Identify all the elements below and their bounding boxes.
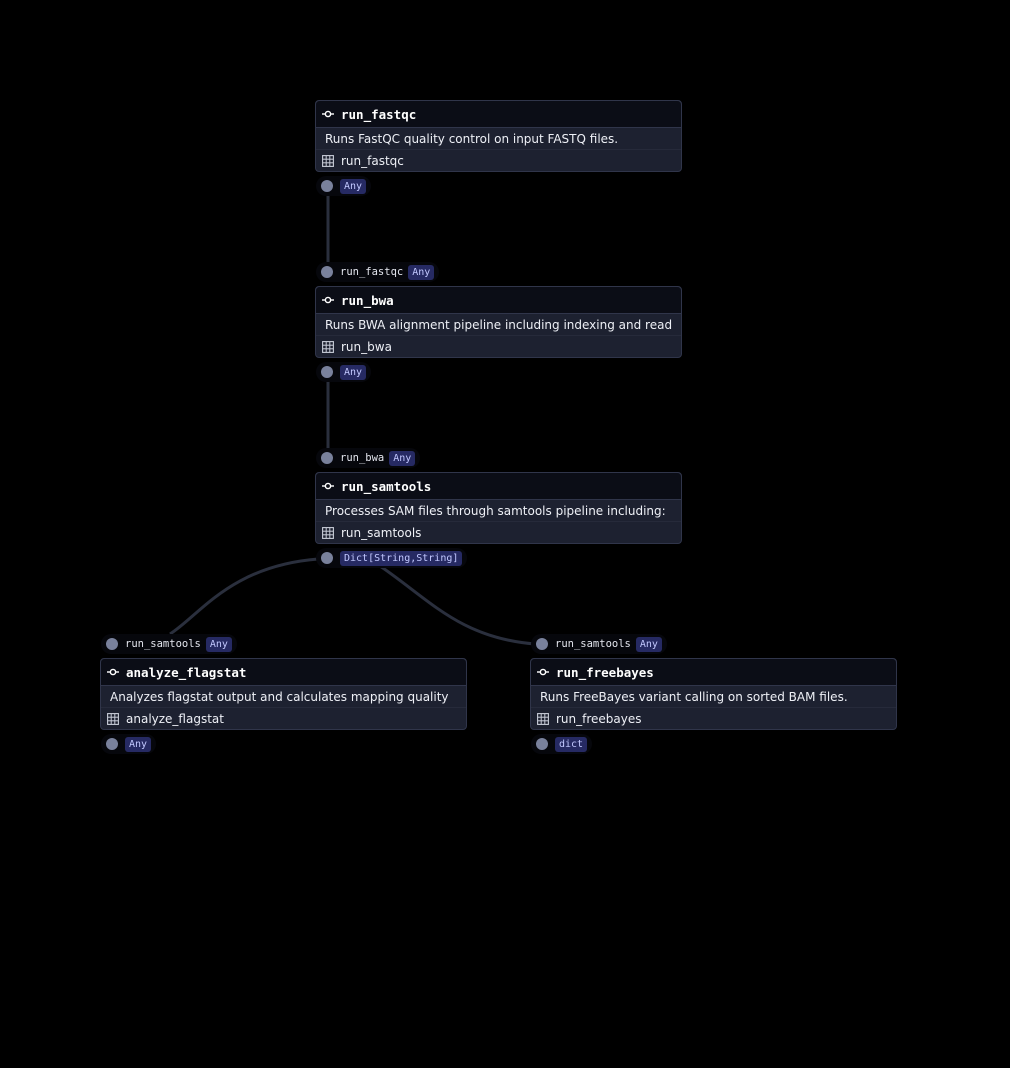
node-asset-label: run_bwa	[341, 339, 392, 354]
node-header: analyze_flagstat	[101, 659, 466, 686]
table-icon	[537, 712, 549, 725]
output-port-run_samtools[interactable]: Dict[String,String]	[316, 548, 468, 568]
node-description: Runs FreeBayes variant calling on sorted…	[531, 686, 896, 708]
node-asset[interactable]: run_bwa	[316, 336, 681, 357]
port-dot[interactable]	[321, 552, 333, 564]
node-description: Runs BWA alignment pipeline including in…	[316, 314, 681, 336]
op-icon	[107, 668, 119, 676]
input-port-analyze_flagstat[interactable]: run_samtools Any	[101, 634, 237, 654]
node-asset-label: run_fastqc	[341, 153, 404, 168]
node-title: run_fastqc	[341, 106, 417, 122]
node-run_bwa[interactable]: run_bwa Runs BWA alignment pipeline incl…	[315, 286, 682, 358]
port-dot[interactable]	[321, 452, 333, 464]
port-name: run_fastqc	[340, 266, 404, 278]
port-dot[interactable]	[321, 366, 333, 378]
port-dot[interactable]	[106, 638, 118, 650]
port-dot[interactable]	[536, 738, 548, 750]
port-type-badge: Any	[205, 636, 232, 652]
node-run_fastqc[interactable]: run_fastqc Runs FastQC quality control o…	[315, 100, 682, 172]
table-icon	[322, 154, 334, 167]
node-description: Processes SAM files through samtools pip…	[316, 500, 681, 522]
port-type-badge: Any	[340, 178, 367, 194]
op-icon	[322, 296, 334, 304]
port-type-badge: Any	[389, 450, 416, 466]
node-title: run_bwa	[341, 292, 394, 308]
port-type-badge: Any	[408, 264, 435, 280]
output-port-analyze_flagstat[interactable]: Any	[101, 734, 157, 754]
node-header: run_fastqc	[316, 101, 681, 128]
port-type-badge: Any	[635, 636, 662, 652]
port-name: run_samtools	[555, 638, 631, 650]
node-asset-label: run_freebayes	[556, 711, 642, 726]
port-name: run_samtools	[125, 638, 201, 650]
input-port-run_freebayes[interactable]: run_samtools Any	[531, 634, 667, 654]
port-name: run_bwa	[340, 452, 385, 464]
port-type-badge: Any	[340, 364, 367, 380]
op-icon	[537, 668, 549, 676]
port-dot[interactable]	[106, 738, 118, 750]
port-type-badge: dict	[555, 736, 588, 752]
port-dot[interactable]	[321, 180, 333, 192]
port-type-badge: Any	[125, 736, 152, 752]
op-icon	[322, 482, 334, 490]
node-title: run_samtools	[341, 478, 432, 494]
node-header: run_freebayes	[531, 659, 896, 686]
node-asset[interactable]: analyze_flagstat	[101, 708, 466, 729]
node-run_freebayes[interactable]: run_freebayes Runs FreeBayes variant cal…	[530, 658, 897, 730]
input-port-run_samtools[interactable]: run_bwa Any	[316, 448, 421, 468]
input-port-run_bwa[interactable]: run_fastqc Any	[316, 262, 440, 282]
node-asset-label: analyze_flagstat	[126, 711, 224, 726]
table-icon	[322, 526, 334, 539]
node-description: Analyzes flagstat output and calculates …	[101, 686, 466, 708]
output-port-run_fastqc[interactable]: Any	[316, 176, 372, 196]
output-port-run_bwa[interactable]: Any	[316, 362, 372, 382]
output-port-run_freebayes[interactable]: dict	[531, 734, 593, 754]
node-header: run_bwa	[316, 287, 681, 314]
node-asset[interactable]: run_freebayes	[531, 708, 896, 729]
port-dot[interactable]	[536, 638, 548, 650]
node-description: Runs FastQC quality control on input FAS…	[316, 128, 681, 150]
node-asset-label: run_samtools	[341, 525, 422, 540]
edge-run_samtools-run_freebayes	[379, 564, 536, 646]
node-run_samtools[interactable]: run_samtools Processes SAM files through…	[315, 472, 682, 544]
node-asset[interactable]: run_samtools	[316, 522, 681, 543]
node-title: run_freebayes	[556, 664, 654, 680]
node-title: analyze_flagstat	[126, 664, 247, 680]
node-analyze_flagstat[interactable]: analyze_flagstat Analyzes flagstat outpu…	[100, 658, 467, 730]
op-icon	[322, 110, 334, 118]
port-type-badge: Dict[String,String]	[340, 550, 463, 566]
node-asset[interactable]: run_fastqc	[316, 150, 681, 171]
edge-run_samtools-analyze_flagstat	[169, 557, 319, 636]
node-header: run_samtools	[316, 473, 681, 500]
port-dot[interactable]	[321, 266, 333, 278]
table-icon	[107, 712, 119, 725]
table-icon	[322, 340, 334, 353]
